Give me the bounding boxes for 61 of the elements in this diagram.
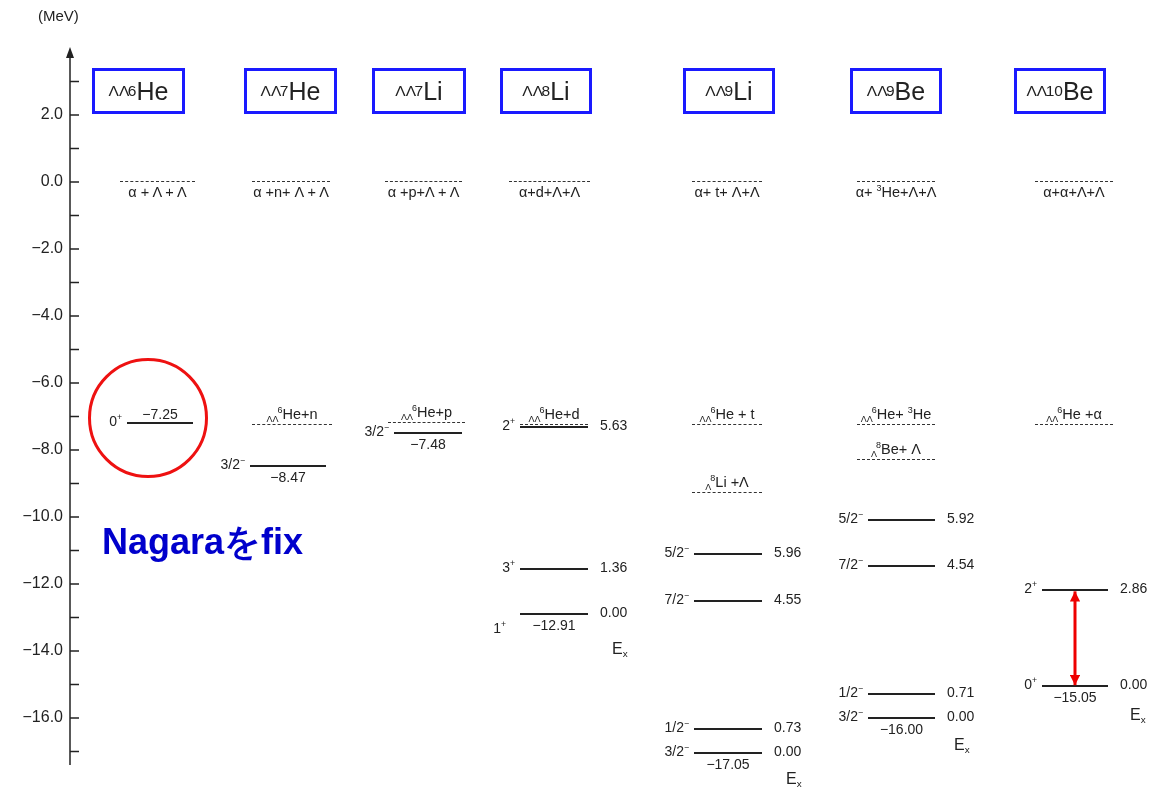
spin-parity-label: 5/2$^{−}$ <box>664 544 689 560</box>
spin-parity-label: 3/2$^{−}$ <box>664 744 689 760</box>
axis-unit-label: (MeV) <box>38 8 79 25</box>
threshold-label: α+ $^{3}$He+Λ+Λ <box>855 185 937 201</box>
spin-parity-label: 3/2$^{−}$ <box>220 456 245 473</box>
excitation-energy-label: 0.00 <box>1120 677 1148 693</box>
spin-parity-label: 3$^{+}$ <box>502 559 515 576</box>
spin-parity-label: 0$^{+}$ <box>109 414 122 430</box>
axis-tick-label: −4.0 <box>31 306 63 324</box>
threshold-label: α +n+ Λ + Λ <box>253 185 329 201</box>
threshold-label: α + Λ + Λ <box>128 185 187 201</box>
excitation-energy-label: 4.54 <box>947 556 975 573</box>
axis-tick-label: −12.0 <box>22 574 63 592</box>
spin-parity-label: 5/2$^{−}$ <box>838 510 863 527</box>
excitation-energy-label: 0.73 <box>774 719 802 736</box>
threshold-label: α +p+Λ + Λ <box>387 185 460 201</box>
threshold-label: α+d+Λ+Λ <box>518 185 581 201</box>
excitation-energy-label: 1.36 <box>600 559 628 576</box>
excitation-energy-label: 0.71 <box>947 685 975 701</box>
excitation-energy-axis-label: E$_{x}$ <box>954 736 970 754</box>
threshold-label: α+α+Λ+Λ <box>1043 185 1105 201</box>
binding-energy-label: −15.05 <box>1053 690 1097 706</box>
excitation-energy-label: 0.00 <box>947 709 975 725</box>
binding-energy-label: −7.48 <box>410 436 446 452</box>
axis-tick-label: 0.0 <box>40 172 63 190</box>
axis-tick-label: −16.0 <box>22 708 63 726</box>
spin-parity-label: 3/2$^{−}$ <box>364 423 389 439</box>
spin-parity-label: 1/2$^{−}$ <box>838 685 863 701</box>
spin-parity-label: 7/2$^{−}$ <box>664 591 689 608</box>
highlight-circle <box>88 358 208 478</box>
annotation-text: Nagaraをfix <box>102 522 304 562</box>
excitation-energy-label: 0.00 <box>774 744 802 760</box>
binding-energy-label: −7.25 <box>142 406 178 422</box>
excitation-energy-axis-label: E$_{x}$ <box>786 770 802 788</box>
axis-tick-label: −6.0 <box>31 373 63 391</box>
threshold-label: α+ t+ Λ+Λ <box>694 185 760 201</box>
binding-energy-label: −17.05 <box>706 757 750 773</box>
spin-parity-label: 3/2$^{−}$ <box>838 709 863 725</box>
axis-tick-label: −2.0 <box>31 239 63 257</box>
excitation-energy-label: 5.63 <box>600 418 628 434</box>
excitation-energy-axis-label: E$_{x}$ <box>1130 706 1146 724</box>
excitation-energy-label: 5.92 <box>947 510 975 527</box>
binding-energy-label: −8.47 <box>270 469 306 486</box>
spin-parity-label: 1/2$^{−}$ <box>664 719 689 736</box>
excitation-energy-axis-label: E$_{x}$ <box>612 640 628 658</box>
binding-energy-label: −16.00 <box>879 722 924 738</box>
excitation-energy-label: 5.96 <box>774 544 802 560</box>
binding-energy-label: −12.91 <box>532 618 576 634</box>
axis-tick-label: 2.0 <box>40 105 63 123</box>
excitation-energy-label: 0.00 <box>600 605 628 621</box>
spin-parity-label: 2$^{+}$ <box>1024 581 1037 597</box>
axis-tick-label: −14.0 <box>22 641 63 659</box>
spin-parity-label: 2$^{+}$ <box>502 418 515 434</box>
spin-parity-label: 1$^{+}$ <box>493 621 506 637</box>
axis-tick-label: −10.0 <box>22 507 63 525</box>
spin-parity-label: 7/2$^{−}$ <box>838 556 863 573</box>
double-headed-arrow <box>1069 591 1081 686</box>
axis-tick-label: −8.0 <box>31 440 63 458</box>
excitation-energy-label: 2.86 <box>1120 581 1148 597</box>
spin-parity-label: 0$^{+}$ <box>1024 677 1037 693</box>
excitation-energy-label: 4.55 <box>774 591 802 608</box>
